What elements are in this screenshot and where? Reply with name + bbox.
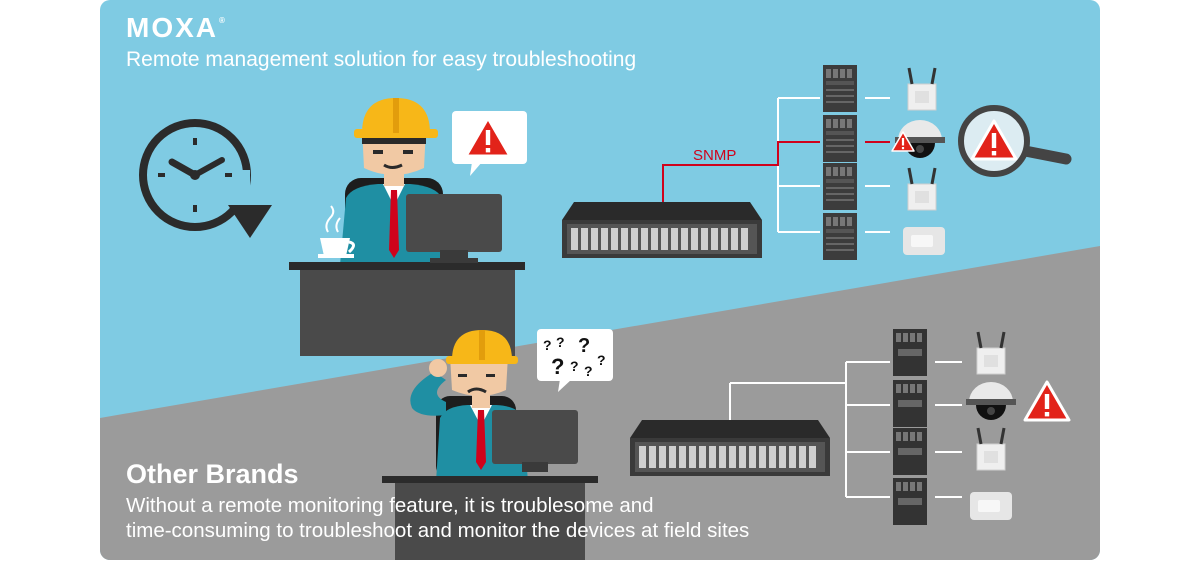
- lower-background: [100, 246, 1100, 560]
- snmp-label: SNMP: [693, 147, 737, 164]
- other-brand-switch: [893, 428, 927, 475]
- other-brands-description: Without a remote monitoring feature, it …: [126, 493, 749, 543]
- header-subtitle: Remote management solution for easy trou…: [126, 48, 637, 71]
- svg-text:?: ?: [597, 352, 606, 368]
- other-brand-switch: [893, 329, 927, 376]
- confused-thought-bubble: ? ? ? ? ? ? ?: [537, 329, 613, 392]
- svg-text:?: ?: [543, 337, 552, 353]
- desk-other-brand: [382, 410, 598, 560]
- moxa-switch: [823, 213, 857, 260]
- registered-mark: ®: [219, 16, 227, 25]
- network-lines-other: [729, 361, 962, 498]
- svg-text:?: ?: [584, 363, 593, 379]
- core-switch-other: [630, 420, 830, 476]
- network-lines-moxa: [662, 97, 890, 233]
- description-line-2: time-consuming to troubleshoot and monit…: [126, 519, 750, 542]
- svg-text:?: ?: [556, 334, 565, 350]
- device-box-icon: [903, 227, 945, 255]
- moxa-switch: [823, 163, 857, 210]
- other-brands-title: Other Brands: [126, 459, 299, 489]
- moxa-logo: MOXA®: [126, 12, 227, 44]
- svg-text:?: ?: [551, 354, 564, 379]
- other-brand-switch: [893, 380, 927, 427]
- coffee-icon: [318, 205, 355, 258]
- moxa-switch: [823, 65, 857, 112]
- device-box-icon: [970, 492, 1012, 520]
- logo-text: MOXA: [126, 12, 218, 43]
- core-switch-moxa: [562, 202, 762, 258]
- svg-text:?: ?: [578, 335, 590, 357]
- clock-icon: [139, 119, 272, 238]
- other-brand-switch: [893, 478, 927, 525]
- description-line-1: Without a remote monitoring feature, it …: [126, 494, 654, 517]
- svg-text:?: ?: [570, 358, 579, 374]
- moxa-switch: [823, 115, 857, 162]
